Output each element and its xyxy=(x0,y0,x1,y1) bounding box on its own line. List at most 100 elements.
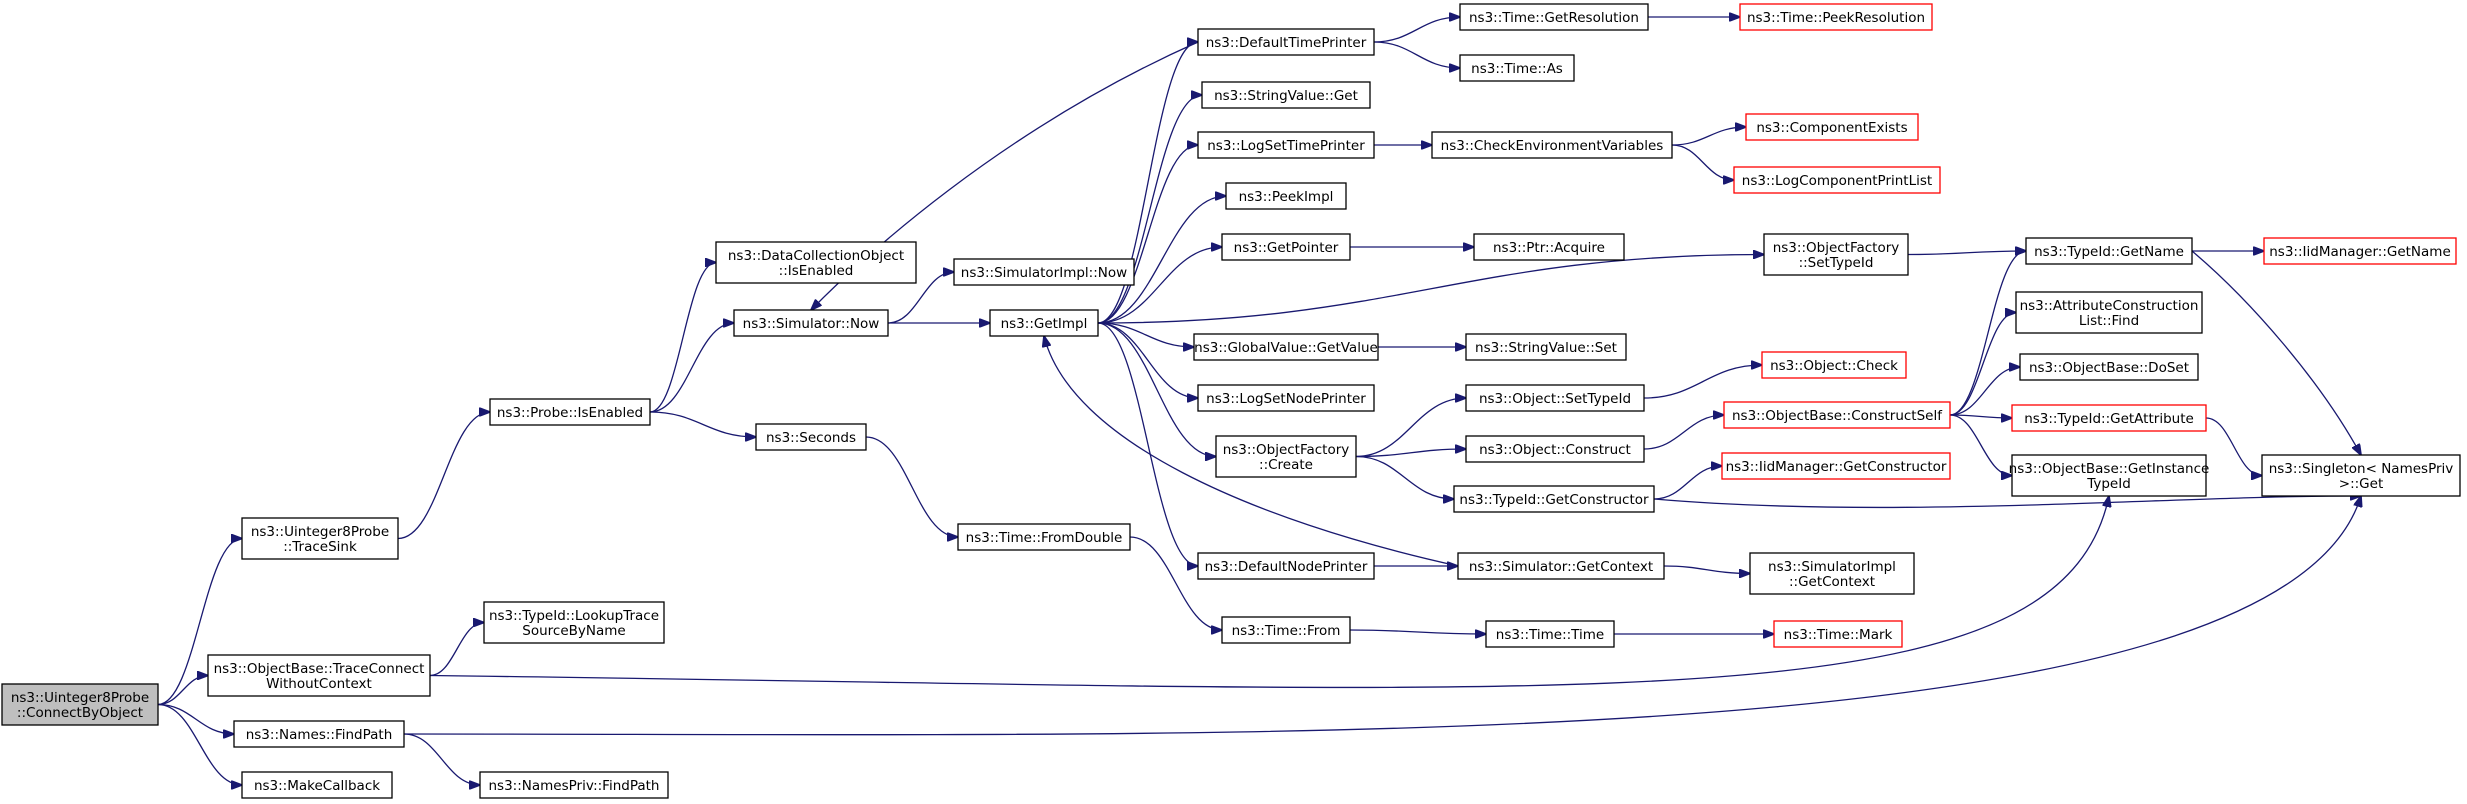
node-simimpl_getcontext[interactable]: ns3::SimulatorImpl::GetContext xyxy=(1749,552,1915,595)
node-box xyxy=(1749,552,1915,595)
node-label: ns3::IidManager::GetConstructor xyxy=(1726,459,1947,475)
node-objectbase_doset[interactable]: ns3::ObjectBase::DoSet xyxy=(2019,353,2199,381)
node-root[interactable]: ns3::Uinteger8Probe::ConnectByObject xyxy=(1,683,159,726)
node-label: ns3::ObjectBase::ConstructSelf xyxy=(1732,408,1943,424)
node-box xyxy=(755,423,867,451)
node-box xyxy=(483,601,665,644)
node-object_construct[interactable]: ns3::Object::Construct xyxy=(1465,435,1645,463)
edge-line xyxy=(1097,247,1222,324)
edge-line xyxy=(1907,251,2026,255)
node-box xyxy=(1733,166,1941,194)
node-tracesink[interactable]: ns3::Uinteger8Probe::TraceSink xyxy=(241,517,399,560)
node-label: ns3::Names::FindPath xyxy=(246,727,393,743)
node-defaultnodeprinter[interactable]: ns3::DefaultNodePrinter xyxy=(1197,552,1375,580)
edge-probe_isenabled-to-seconds xyxy=(649,411,756,437)
edges-layer xyxy=(157,17,2361,786)
node-box xyxy=(2011,404,2207,432)
node-time_fromdouble[interactable]: ns3::Time::FromDouble xyxy=(957,523,1131,551)
edge-line xyxy=(1349,629,1486,634)
node-label: ns3::LogSetNodePrinter xyxy=(1206,391,1366,407)
node-label: ns3::Simulator::Now xyxy=(743,316,880,332)
node-typeid_getattribute[interactable]: ns3::TypeId::GetAttribute xyxy=(2011,404,2207,432)
node-label: ns3::Seconds xyxy=(766,430,856,446)
edge-findpath-to-namespriv_findpath xyxy=(403,733,480,785)
edge-getimpl-to-defaultnodeprinter xyxy=(1097,322,1198,566)
node-iidmanager_getconstructor[interactable]: ns3::IidManager::GetConstructor xyxy=(1721,452,1951,480)
node-objectfactory_create[interactable]: ns3::ObjectFactory::Create xyxy=(1215,435,1357,478)
edge-getimpl-to-objectfactory_create xyxy=(1097,322,1216,457)
node-seconds[interactable]: ns3::Seconds xyxy=(755,423,867,451)
node-label: ns3::ObjectBase::GetInstance xyxy=(2009,461,2210,477)
node-typeid_getname[interactable]: ns3::TypeId::GetName xyxy=(2025,237,2193,265)
edge-line xyxy=(157,703,242,786)
edge-objectbase_constructself-to-objectbase_getinstancetypeid xyxy=(1949,414,2012,476)
node-objectfactory_settypeid[interactable]: ns3::ObjectFactory::SetTypeId xyxy=(1763,233,1909,276)
node-objectbase_constructself[interactable]: ns3::ObjectBase::ConstructSelf xyxy=(1723,401,1951,429)
edge-traceconnect-to-lookuptrace xyxy=(429,623,484,677)
node-logsetnodeprinter[interactable]: ns3::LogSetNodePrinter xyxy=(1197,384,1375,412)
node-dco_isenabled[interactable]: ns3::DataCollectionObject::IsEnabled xyxy=(715,241,917,284)
edge-getimpl-to-logsettimeprinter xyxy=(1097,145,1198,324)
edge-line xyxy=(403,733,480,785)
node-time_getresolution[interactable]: ns3::Time::GetResolution xyxy=(1459,3,1649,31)
node-simimpl_now[interactable]: ns3::SimulatorImpl::Now xyxy=(953,258,1135,286)
node-box xyxy=(957,523,1131,551)
node-time_peekresolution[interactable]: ns3::Time::PeekResolution xyxy=(1739,3,1933,31)
node-typeid_getconstructor[interactable]: ns3::TypeId::GetConstructor xyxy=(1453,485,1655,513)
node-peekimpl[interactable]: ns3::PeekImpl xyxy=(1225,182,1347,210)
node-box xyxy=(1221,616,1351,644)
node-time_mark[interactable]: ns3::Time::Mark xyxy=(1773,620,1903,648)
node-makecallback[interactable]: ns3::MakeCallback xyxy=(241,771,393,799)
node-box xyxy=(2261,454,2461,497)
node-namespriv_findpath[interactable]: ns3::NamesPriv::FindPath xyxy=(479,771,669,799)
edge-defaulttimeprinter-to-sim_now xyxy=(811,41,1199,310)
node-probe_isenabled[interactable]: ns3::Probe::IsEnabled xyxy=(489,398,651,426)
node-singleton_get[interactable]: ns3::Singleton< NamesPriv >::Get xyxy=(2261,454,2461,497)
node-componentexists[interactable]: ns3::ComponentExists xyxy=(1745,113,1919,141)
node-box xyxy=(1745,113,1919,141)
node-sim_getcontext[interactable]: ns3::Simulator::GetContext xyxy=(1457,552,1665,580)
node-object_settypeid[interactable]: ns3::Object::SetTypeId xyxy=(1465,384,1645,412)
edge-getimpl-to-objectfactory_settypeid xyxy=(1097,255,1764,324)
node-logsettimeprinter[interactable]: ns3::LogSetTimePrinter xyxy=(1197,131,1375,159)
node-getpointer[interactable]: ns3::GetPointer xyxy=(1221,233,1351,261)
node-findpath[interactable]: ns3::Names::FindPath xyxy=(233,720,405,748)
node-stringvalue_set[interactable]: ns3::StringValue::Set xyxy=(1465,333,1627,361)
node-traceconnect[interactable]: ns3::ObjectBase::TraceConnectWithoutCont… xyxy=(207,654,431,697)
node-time_from[interactable]: ns3::Time::From xyxy=(1221,616,1351,644)
edge-line xyxy=(2191,250,2361,455)
edge-line xyxy=(1643,365,1762,399)
node-ptr_acquire[interactable]: ns3::Ptr::Acquire xyxy=(1473,233,1625,261)
edge-line xyxy=(1097,42,1198,324)
edge-line xyxy=(1653,466,1722,500)
node-box xyxy=(2015,291,2203,334)
node-box xyxy=(1773,620,1903,648)
node-box xyxy=(1193,333,1379,361)
edge-line xyxy=(403,496,2361,736)
node-logcomponentprintlist[interactable]: ns3::LogComponentPrintList xyxy=(1733,166,1941,194)
node-stringvalue_get[interactable]: ns3::StringValue::Get xyxy=(1201,81,1371,109)
nodes-layer: ns3::Uinteger8Probe::ConnectByObjectns3:… xyxy=(1,3,2461,799)
edge-sim_now-to-simimpl_now xyxy=(887,272,954,324)
edge-probe_isenabled-to-sim_now xyxy=(649,323,734,413)
node-box xyxy=(1739,3,1933,31)
edge-line xyxy=(649,411,756,437)
node-label: ns3::Singleton< NamesPriv xyxy=(2269,461,2454,477)
node-checkenv[interactable]: ns3::CheckEnvironmentVariables xyxy=(1431,131,1673,159)
edge-line xyxy=(1097,196,1226,324)
node-sim_now[interactable]: ns3::Simulator::Now xyxy=(733,309,889,337)
node-iidmanager_getname[interactable]: ns3::IidManager::GetName xyxy=(2263,237,2457,265)
node-defaulttimeprinter[interactable]: ns3::DefaultTimePrinter xyxy=(1197,28,1375,56)
node-getimpl[interactable]: ns3::GetImpl xyxy=(989,309,1099,337)
node-box xyxy=(1459,54,1575,82)
node-box xyxy=(241,517,399,560)
node-label: ::SetTypeId xyxy=(1799,255,1874,271)
node-object_check[interactable]: ns3::Object::Check xyxy=(1761,351,1907,379)
edge-line xyxy=(1044,336,1459,567)
node-time_as[interactable]: ns3::Time::As xyxy=(1459,54,1575,82)
node-globalvalue_getvalue[interactable]: ns3::GlobalValue::GetValue xyxy=(1193,333,1379,361)
node-time_time[interactable]: ns3::Time::Time xyxy=(1485,620,1615,648)
